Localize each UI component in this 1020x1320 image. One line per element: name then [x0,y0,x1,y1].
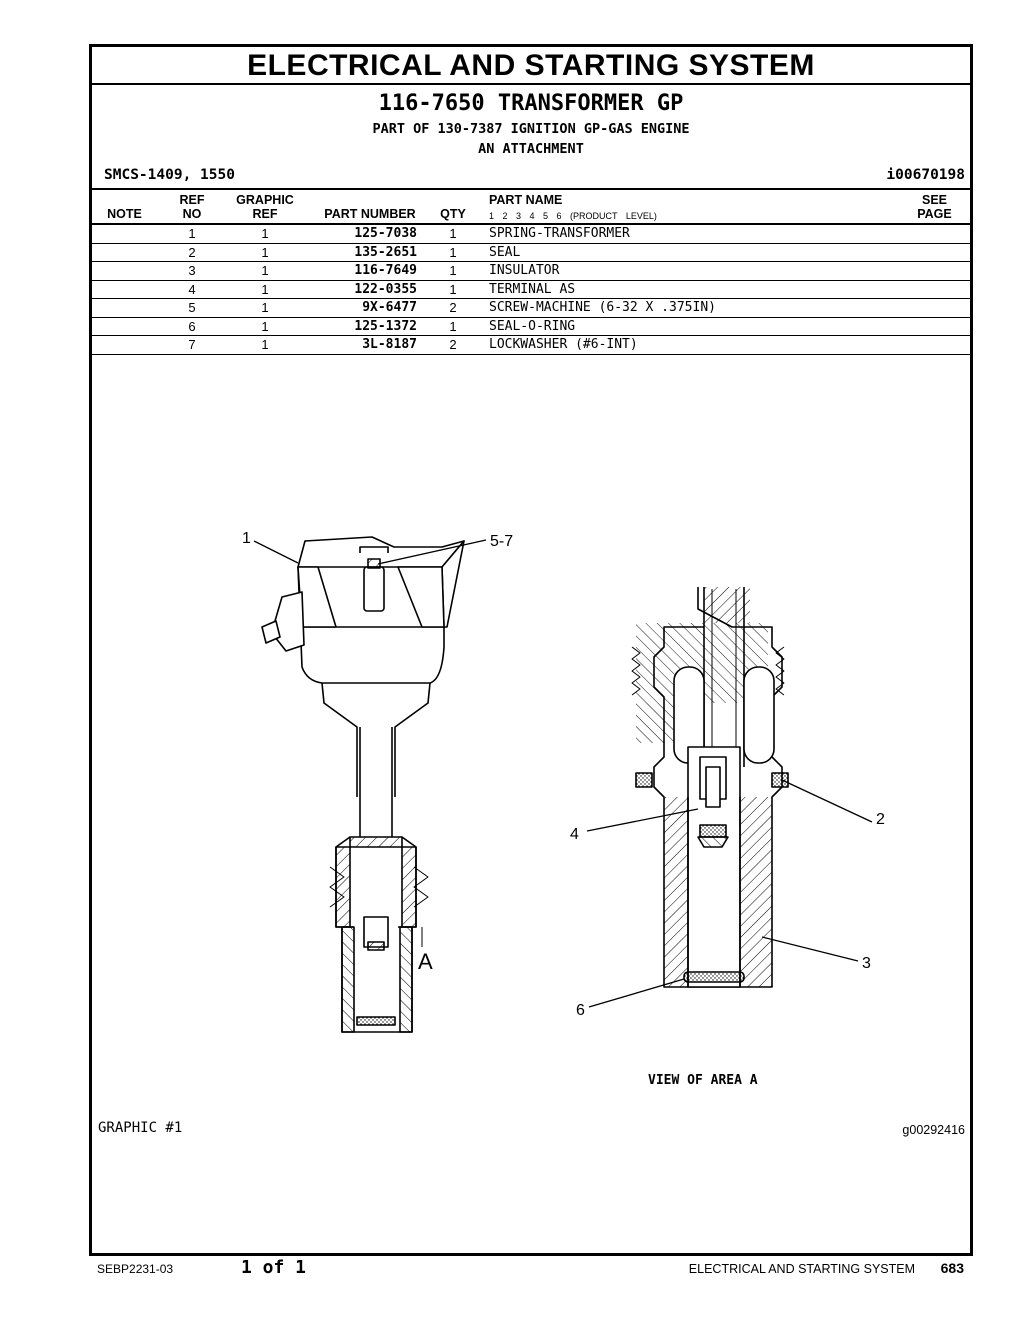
footer-page-of: 1 of 1 [241,1257,307,1278]
callout-area-a: A [418,949,433,974]
qty: 2 [449,300,457,315]
col-qty-header: QTY [440,207,466,221]
graphic-ref: 1 [261,226,269,241]
ref-no: 4 [188,281,196,297]
qty: 1 [449,226,457,241]
part-of-line: PART OF 130-7387 IGNITION GP-GAS ENGINE [372,121,690,137]
part-number: 3L-8187 [362,337,417,352]
callout-4: 4 [570,826,579,843]
ref-no: 7 [188,337,196,352]
view-of-area-a-label: VIEW OF AREA A [648,1073,758,1088]
footer-section-name: ELECTRICAL AND STARTING SYSTEM [688,1262,915,1276]
table-row: 6 1 125-1372 1 SEAL-O-RING [92,318,970,336]
qty: 1 [449,318,457,334]
ref-no: 3 [188,263,196,278]
part-name: LOCKWASHER (#6-INT) [489,337,638,352]
qty: 1 [449,263,457,278]
section-view-area-a [631,587,789,988]
table-row: 5 1 9X-6477 2 SCREW-MACHINE (6-32 X .375… [92,299,970,318]
part-name: SEAL [489,244,521,260]
part-number: 116-7649 [354,263,417,278]
part-number: 9X-6477 [362,300,417,315]
table-row: 4 1 122-0355 1 TERMINAL AS [92,281,970,299]
graphic-ref: 1 [261,318,269,334]
table-top-rule [92,223,970,225]
part-name: INSULATOR [489,263,560,278]
callout-6: 6 [576,1002,585,1019]
col-see-header-top: SEE [921,193,947,207]
col-part-number-header: PART NUMBER [324,207,416,221]
footer-page-number: 683 [940,1260,964,1276]
col-graphic-header-bottom: REF [252,207,278,221]
table-row: 1 1 125-7038 1 SPRING-TRANSFORMER [92,225,970,244]
footer-doc-number: SEBP2231-03 [97,1262,174,1276]
table-row: 3 1 116-7649 1 INSULATOR [92,262,970,281]
part-name: SCREW-MACHINE (6-32 X .375IN) [489,300,716,315]
callout-3: 3 [862,955,871,972]
graphic-ref: 1 [261,281,269,297]
part-name: SPRING-TRANSFORMER [489,226,630,241]
graphic-ref: 1 [261,244,269,260]
product-level-scale: 1 2 3 4 5 6 (PRODUCT LEVEL) [489,211,657,221]
part-name: TERMINAL AS [489,281,576,297]
qty: 1 [449,281,457,297]
ref-no: 5 [188,300,196,315]
ref-no: 2 [188,244,196,260]
graphic-ref: 1 [261,263,269,278]
col-ref-header-top: REF [179,193,205,207]
callout-1: 1 [242,530,251,547]
graphic-id: g00292416 [902,1123,965,1137]
ref-no: 1 [188,226,196,241]
callout-5-7: 5-7 [490,533,513,550]
graphic-ref: 1 [261,300,269,315]
group-title: 116-7650 TRANSFORMER GP [378,91,684,116]
qty: 2 [449,337,457,352]
ref-no: 6 [188,318,196,334]
callout-labels: 1 5-7 2 3 4 6 A VIEW OF AREA A [242,530,885,1088]
smcs-codes: SMCS-1409, 1550 [104,167,235,183]
parts-table: 1 1 125-7038 1 SPRING-TRANSFORMER 2 1 13… [92,225,970,355]
header-divider [92,188,970,190]
graphic-number-label: GRAPHIC #1 [98,1120,183,1136]
col-graphic-header-top: GRAPHIC [236,193,294,207]
table-row: 7 1 3L-8187 2 LOCKWASHER (#6-INT) [92,336,970,355]
callout-2: 2 [876,811,885,828]
col-note-header: NOTE [107,207,142,221]
col-see-header-bottom: PAGE [917,207,952,221]
col-part-name-header: PART NAME [489,193,563,207]
part-name: SEAL-O-RING [489,318,576,334]
qty: 1 [449,244,457,260]
graphic-ref: 1 [261,337,269,352]
part-number: 122-0355 [354,281,417,297]
info-id: i00670198 [886,167,965,183]
part-number: 135-2651 [354,244,417,260]
leader-lines [253,539,873,1008]
table-row: 2 1 135-2651 1 SEAL [92,244,970,262]
part-number: 125-1372 [354,318,417,334]
attachment-line: AN ATTACHMENT [478,141,584,157]
transformer-illustration: 1 5-7 2 3 4 6 A VIEW OF AREA A [242,530,885,1088]
page-frame: ELECTRICAL AND STARTING SYSTEM 116-7650 … [89,44,973,1256]
section-title: ELECTRICAL AND STARTING SYSTEM [92,47,970,85]
part-number: 125-7038 [354,226,417,241]
transformer-assembly-view [261,536,465,1033]
col-ref-header-bottom: NO [182,207,202,221]
